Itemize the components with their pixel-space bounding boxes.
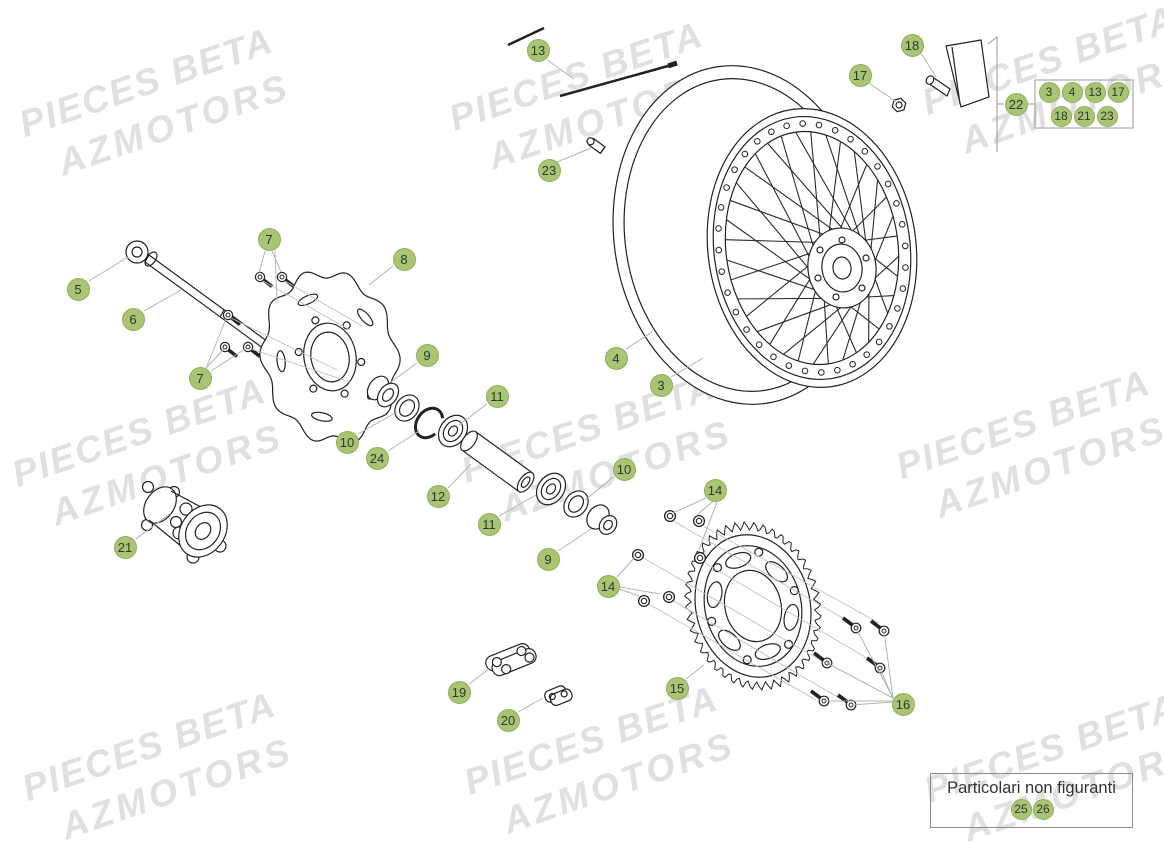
missing-parts-items: 25 26	[931, 799, 1132, 820]
exploded-diagram	[0, 0, 1164, 836]
callout-10[interactable]: 10	[613, 458, 636, 481]
callout-10[interactable]: 10	[336, 431, 359, 454]
callout-13[interactable]: 13	[527, 39, 550, 62]
callout-14[interactable]: 14	[704, 479, 727, 502]
callout-6[interactable]: 6	[122, 308, 145, 331]
callout-9[interactable]: 9	[416, 344, 439, 367]
part-valve	[585, 136, 605, 153]
callout-23[interactable]: 23	[1097, 106, 1118, 127]
callout-17[interactable]: 17	[849, 64, 872, 87]
part-spacer-tube	[457, 428, 537, 495]
callout-26[interactable]: 26	[1033, 799, 1054, 820]
part-chain-link	[484, 640, 539, 680]
callout-13[interactable]: 13	[1085, 82, 1106, 103]
missing-parts-title: Particolari non figuranti	[931, 779, 1132, 798]
callout-21[interactable]: 21	[1074, 106, 1095, 127]
callout-7[interactable]: 7	[189, 367, 212, 390]
part-sprocket	[680, 522, 825, 690]
part-axle	[126, 241, 279, 357]
part-spoke	[508, 28, 677, 96]
parts-diagram-page: { "watermark": { "line1": "PIECES BETA",…	[0, 0, 1164, 836]
callout-18[interactable]: 18	[1051, 106, 1072, 127]
callout-3[interactable]: 3	[1039, 82, 1060, 103]
callout-9[interactable]: 9	[537, 548, 560, 571]
callout-4[interactable]: 4	[1062, 82, 1083, 103]
callout-23[interactable]: 23	[538, 159, 561, 182]
callout-22[interactable]: 22	[1005, 93, 1028, 116]
missing-parts-box: Particolari non figuranti 25 26	[930, 773, 1133, 828]
callout-15[interactable]: 15	[666, 677, 689, 700]
callout-14[interactable]: 14	[597, 575, 620, 598]
callout-24[interactable]: 24	[366, 447, 389, 470]
part-brake-disc	[260, 272, 400, 442]
part-spacer-right	[582, 501, 620, 538]
callout-25[interactable]: 25	[1011, 799, 1032, 820]
callout-16[interactable]: 16	[892, 693, 915, 716]
callout-3[interactable]: 3	[650, 374, 673, 397]
callout-7[interactable]: 7	[258, 228, 281, 251]
callout-17[interactable]: 17	[1108, 82, 1129, 103]
callout-11[interactable]: 11	[486, 385, 509, 408]
callout-18[interactable]: 18	[901, 34, 924, 57]
callout-21[interactable]: 21	[114, 536, 137, 559]
callout-20[interactable]: 20	[497, 709, 520, 732]
callout-19[interactable]: 19	[448, 681, 471, 704]
part-master-link	[543, 683, 573, 709]
callout-12[interactable]: 12	[427, 485, 450, 508]
callout-5[interactable]: 5	[67, 278, 90, 301]
part-hub	[137, 481, 237, 567]
callout-8[interactable]: 8	[393, 248, 416, 271]
callout-11[interactable]: 11	[478, 513, 501, 536]
callout-4[interactable]: 4	[605, 347, 628, 370]
